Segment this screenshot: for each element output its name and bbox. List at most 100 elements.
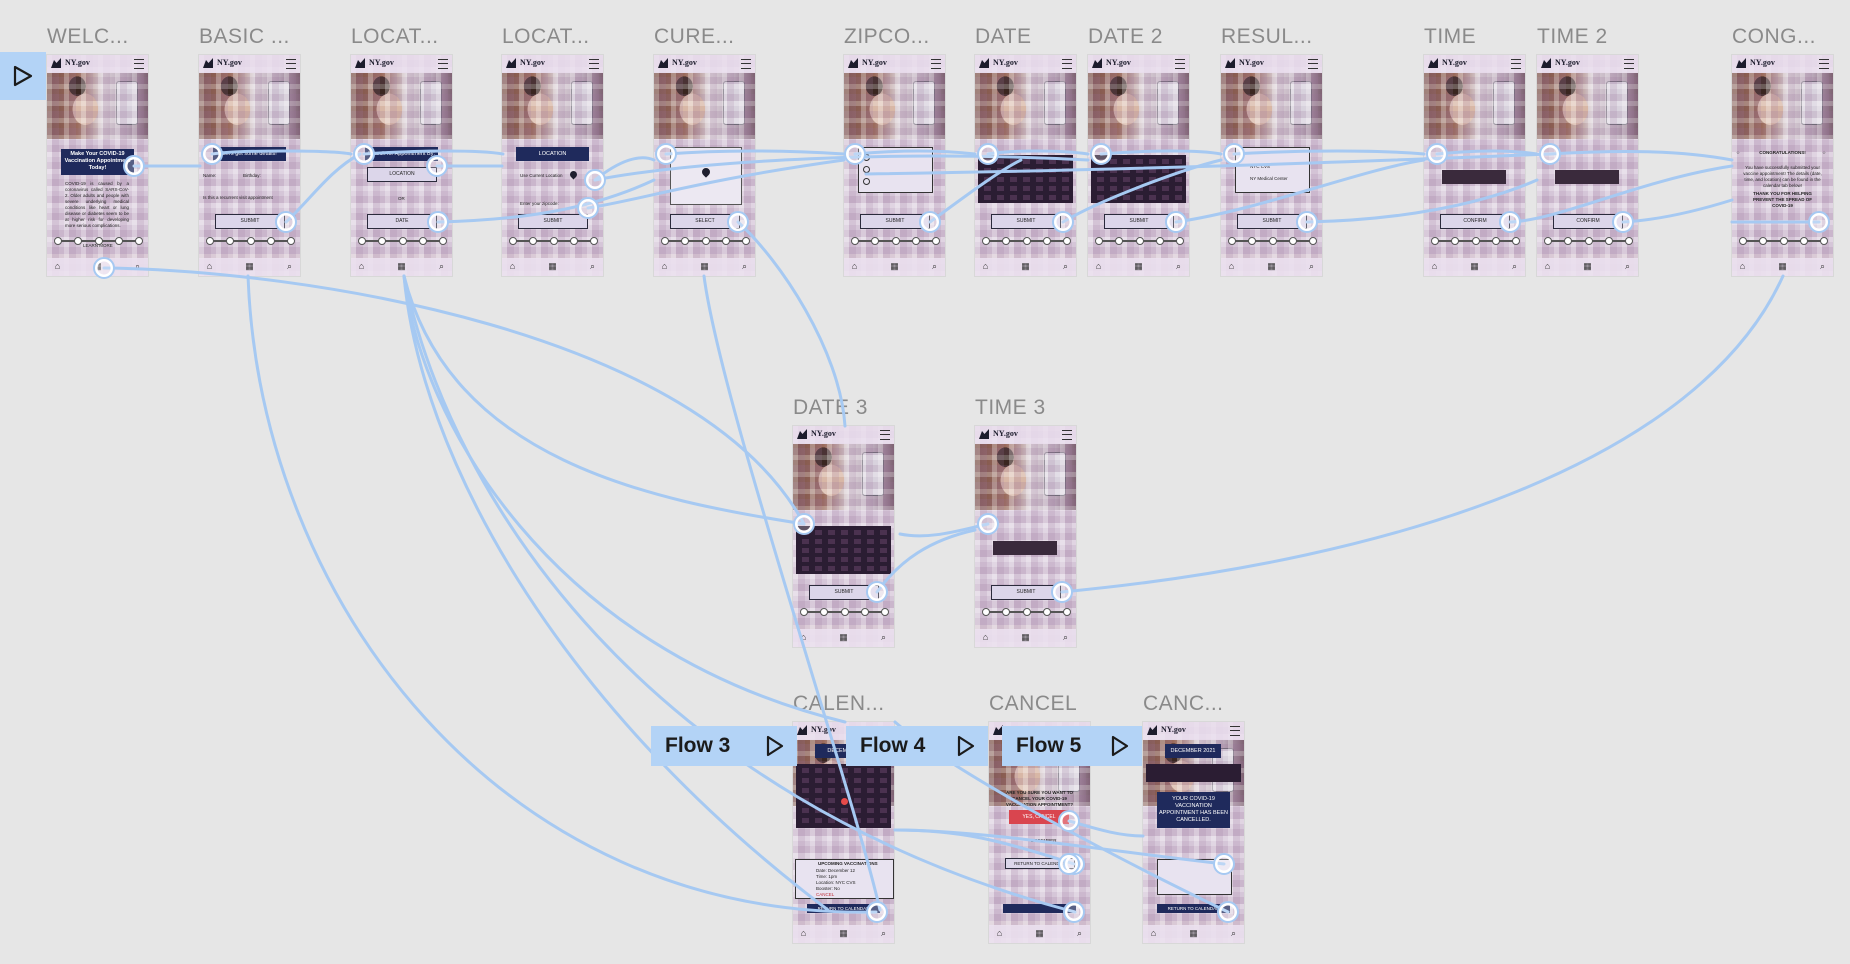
home-icon[interactable]: ⌂ bbox=[509, 261, 516, 271]
calendar-day[interactable] bbox=[841, 788, 848, 793]
calendar-day[interactable] bbox=[880, 557, 887, 562]
calendar-day[interactable] bbox=[828, 768, 835, 773]
connection-hotspot-node[interactable] bbox=[978, 144, 998, 164]
use-current-location-option[interactable]: Use Current Location bbox=[520, 173, 563, 178]
calendar-day[interactable] bbox=[802, 768, 809, 773]
home-icon[interactable]: ⌂ bbox=[661, 261, 668, 271]
connection-hotspot-node[interactable] bbox=[1218, 902, 1238, 922]
hamburger-menu-icon[interactable] bbox=[1624, 59, 1634, 69]
frame-congrats[interactable]: NY.gov☆☆CONGRATULATIONS!You have success… bbox=[1732, 55, 1833, 276]
connection-hotspot-node[interactable] bbox=[1297, 212, 1317, 232]
calendar-day[interactable] bbox=[997, 186, 1004, 191]
calendar-day[interactable] bbox=[880, 788, 887, 793]
calendar-day[interactable] bbox=[1136, 159, 1143, 164]
calendar-day[interactable] bbox=[802, 788, 809, 793]
calendar-day[interactable] bbox=[815, 557, 822, 562]
calendar-day[interactable] bbox=[880, 778, 887, 783]
yes-cancel-button[interactable]: YES, CANCEL bbox=[1009, 810, 1069, 824]
calendar-day[interactable] bbox=[997, 195, 1004, 200]
calendar-day[interactable] bbox=[828, 818, 835, 823]
connection-hotspot-node[interactable] bbox=[728, 212, 748, 232]
connection-hotspot-node[interactable] bbox=[94, 258, 114, 278]
return-to-calendar-button[interactable]: RETURN TO CALENDAR bbox=[1157, 904, 1230, 913]
connection-hotspot-node[interactable] bbox=[1059, 854, 1079, 874]
calendar-day[interactable] bbox=[815, 778, 822, 783]
calendar-day[interactable] bbox=[1036, 186, 1043, 191]
calendar-day[interactable] bbox=[854, 530, 861, 535]
calendar-day[interactable] bbox=[802, 557, 809, 562]
calendar-day[interactable] bbox=[828, 557, 835, 562]
calendar-day[interactable] bbox=[854, 818, 861, 823]
frame-label-location[interactable]: LOCAT... bbox=[351, 25, 439, 48]
frame-label-results[interactable]: RESUL... bbox=[1221, 25, 1313, 48]
connection-hotspot-node[interactable] bbox=[845, 144, 865, 164]
connection-hotspot-node[interactable] bbox=[1064, 902, 1084, 922]
home-icon[interactable]: ⌂ bbox=[800, 632, 807, 642]
calendar-day[interactable] bbox=[841, 818, 848, 823]
calendar-day[interactable] bbox=[815, 788, 822, 793]
search-icon[interactable]: ⌕ bbox=[1076, 928, 1083, 938]
frame-label-date2[interactable]: DATE 2 bbox=[1088, 25, 1163, 48]
calendar-day[interactable] bbox=[1062, 177, 1069, 182]
calendar-day[interactable] bbox=[828, 539, 835, 544]
hamburger-menu-icon[interactable] bbox=[1819, 59, 1829, 69]
calendar-day[interactable] bbox=[841, 566, 848, 571]
calendar-day[interactable] bbox=[1136, 168, 1143, 173]
connection-hotspot-node[interactable] bbox=[656, 144, 676, 164]
home-icon[interactable]: ⌂ bbox=[851, 261, 858, 271]
hamburger-menu-icon[interactable] bbox=[931, 59, 941, 69]
frame-label-date[interactable]: DATE bbox=[975, 25, 1032, 48]
calendar-day[interactable] bbox=[1036, 195, 1043, 200]
calendar-day[interactable] bbox=[815, 818, 822, 823]
calendar-day[interactable] bbox=[854, 557, 861, 562]
selected-day[interactable] bbox=[841, 798, 848, 805]
hamburger-menu-icon[interactable] bbox=[286, 59, 296, 69]
home-icon[interactable]: ⌂ bbox=[1739, 261, 1746, 271]
calendar-day[interactable] bbox=[997, 177, 1004, 182]
calendar-day[interactable] bbox=[1010, 195, 1017, 200]
calendar-day[interactable] bbox=[828, 788, 835, 793]
calendar-icon[interactable]: ▦ bbox=[839, 928, 848, 938]
connection-hotspot-node[interactable] bbox=[124, 156, 144, 176]
calendar-day[interactable] bbox=[867, 778, 874, 783]
search-icon[interactable]: ⌕ bbox=[1511, 261, 1518, 271]
calendar-day[interactable] bbox=[815, 768, 822, 773]
connection-hotspot-node[interactable] bbox=[276, 212, 296, 232]
frame-label-time2[interactable]: TIME 2 bbox=[1537, 25, 1608, 48]
search-icon[interactable]: ⌕ bbox=[1230, 928, 1237, 938]
calendar-day[interactable] bbox=[880, 548, 887, 553]
birthday-field[interactable]: Birthday: bbox=[243, 173, 261, 178]
calendar-icon[interactable]: ▦ bbox=[1035, 928, 1044, 938]
result-radio[interactable] bbox=[863, 178, 870, 185]
frame-label-cancel2[interactable]: CANC... bbox=[1143, 692, 1224, 715]
frame-label-basic[interactable]: BASIC ... bbox=[199, 25, 290, 48]
confirm-button[interactable]: SUBMIT bbox=[991, 585, 1061, 600]
connection-hotspot-node[interactable] bbox=[1500, 212, 1520, 232]
calendar-day[interactable] bbox=[815, 539, 822, 544]
calendar-day[interactable] bbox=[1062, 186, 1069, 191]
calendar-day[interactable] bbox=[1149, 168, 1156, 173]
result-option-1[interactable]: NYC CVS bbox=[1250, 164, 1271, 169]
frame-label-time[interactable]: TIME bbox=[1424, 25, 1477, 48]
date-picker-calendar[interactable] bbox=[796, 526, 891, 574]
calendar-day[interactable] bbox=[828, 548, 835, 553]
home-icon[interactable]: ⌂ bbox=[982, 261, 989, 271]
calendar-day[interactable] bbox=[1097, 186, 1104, 191]
connection-hotspot-node[interactable] bbox=[1809, 212, 1829, 232]
calendar-day[interactable] bbox=[867, 768, 874, 773]
calendar-icon[interactable]: ▦ bbox=[1021, 261, 1030, 271]
calendar-day[interactable] bbox=[854, 778, 861, 783]
home-icon[interactable]: ⌂ bbox=[1095, 261, 1102, 271]
submit-button[interactable]: SUBMIT bbox=[518, 214, 588, 229]
calendar-day[interactable] bbox=[880, 808, 887, 813]
frame-label-calendar[interactable]: CALEN... bbox=[793, 692, 885, 715]
calendar-day[interactable] bbox=[867, 808, 874, 813]
calendar-day[interactable] bbox=[1175, 195, 1182, 200]
frame-label-welcome[interactable]: WELC... bbox=[47, 25, 129, 48]
calendar-day[interactable] bbox=[802, 548, 809, 553]
cancel-link[interactable]: CANCEL bbox=[816, 892, 835, 897]
calendar-day[interactable] bbox=[1162, 168, 1169, 173]
